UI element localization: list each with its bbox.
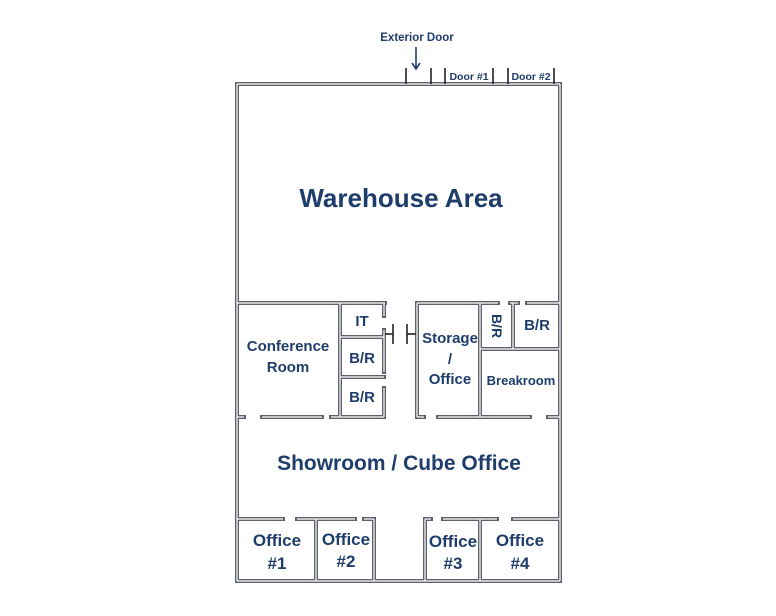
warehouse-area-label: Warehouse Area bbox=[299, 183, 503, 213]
bathroom-4-label: B/R bbox=[524, 317, 550, 334]
door-2-label: Door #2 bbox=[511, 71, 550, 83]
storage-office-label-3: Office bbox=[429, 371, 472, 388]
exterior-door-label: Exterior Door bbox=[380, 32, 454, 44]
storage-office-label-2: / bbox=[448, 351, 453, 368]
bathroom-3-label: B/R bbox=[489, 314, 505, 338]
door-1-label: Door #1 bbox=[449, 71, 488, 83]
walls bbox=[235, 82, 562, 583]
bathroom-2-label: B/R bbox=[349, 389, 375, 406]
office-4-number: #4 bbox=[511, 554, 530, 573]
breakroom-label: Breakroom bbox=[487, 373, 556, 388]
showroom-label: Showroom / Cube Office bbox=[277, 452, 521, 475]
conference-room-label: Conference bbox=[247, 338, 330, 355]
double-door-symbol bbox=[385, 324, 416, 344]
arrow-down-icon bbox=[411, 47, 421, 71]
office-1-number: #1 bbox=[268, 554, 287, 573]
office-1-label: Office bbox=[253, 531, 301, 550]
office-4-label: Office bbox=[496, 531, 544, 550]
bathroom-1-label: B/R bbox=[349, 350, 375, 367]
office-3-number: #3 bbox=[444, 554, 463, 573]
office-2-number: #2 bbox=[337, 552, 356, 571]
conference-room-label-2: Room bbox=[267, 359, 310, 376]
office-2-label: Office bbox=[322, 530, 370, 549]
top-door-markers bbox=[405, 68, 555, 84]
storage-office-label: Storage bbox=[422, 330, 478, 347]
it-room-label: IT bbox=[355, 313, 368, 330]
office-3-label: Office bbox=[429, 532, 477, 551]
